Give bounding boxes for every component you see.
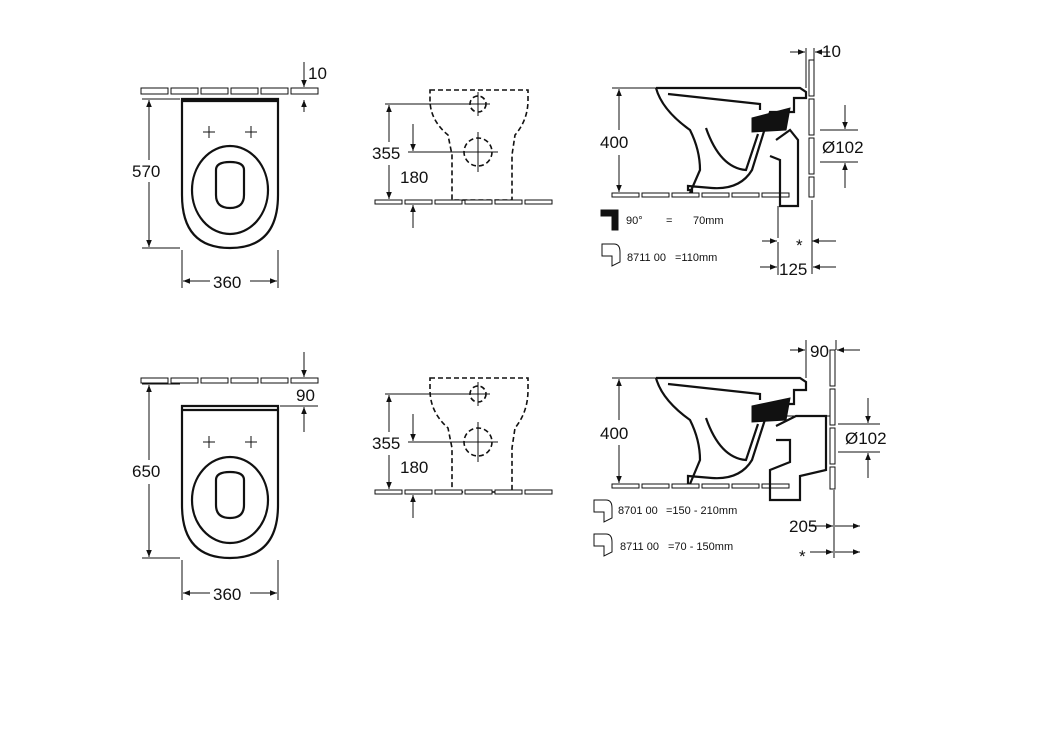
fixing-hole-right-icon <box>245 126 257 138</box>
pipe-diameter-dimension: Ø102 <box>845 429 887 448</box>
bend-icon <box>593 533 613 557</box>
wall-gap-dimension: 90 <box>296 386 315 405</box>
bowl-outline <box>180 404 280 560</box>
svg-text:90°: 90° <box>626 215 643 227</box>
outlet-height-dimension: 180 <box>400 458 428 477</box>
seat-ring <box>190 144 270 236</box>
outlet-offset-dimension: 205 <box>789 517 817 536</box>
bottom-side-view: 400 90 Ø102 205 * 8701 00 =150 - 210mm 8… <box>593 340 887 566</box>
side-height-dimension: 400 <box>600 133 628 152</box>
outlet-height-dimension: 180 <box>400 168 428 187</box>
wall-strip <box>808 59 815 198</box>
side-bowl-outline <box>656 86 808 193</box>
svg-text:8701 00: 8701 00 <box>618 505 658 517</box>
wall-gap-dimension: 10 <box>308 64 327 83</box>
svg-text:=110mm: =110mm <box>675 252 717 264</box>
bend-icon <box>593 499 613 523</box>
fixing-hole-left-icon <box>203 436 215 448</box>
side-height-dimension: 400 <box>600 424 628 443</box>
seat-ring <box>190 455 270 545</box>
svg-text:8711 00: 8711 00 <box>620 541 659 553</box>
wall-line <box>140 87 319 95</box>
top-front-view: 355 180 <box>372 89 553 228</box>
wall-line <box>140 377 319 384</box>
seat-opening <box>214 470 246 520</box>
seat-opening <box>214 160 246 210</box>
seat-height-dimension: 355 <box>372 434 400 453</box>
outlet-pipe <box>769 128 800 208</box>
pipe-diameter-dimension: Ø102 <box>822 138 864 157</box>
top-fixing-icon <box>466 92 490 116</box>
trap-fill <box>751 107 791 133</box>
side-wall-gap-dimension: 10 <box>822 42 841 61</box>
fixing-hole-left-icon <box>203 126 215 138</box>
depth-dimension: 570 <box>132 162 160 181</box>
front-bowl-outline <box>429 89 529 201</box>
front-bowl-outline <box>429 377 529 493</box>
top-plan-view: 570 360 10 <box>132 62 327 292</box>
svg-text:=70 - 150mm: =70 - 150mm <box>668 541 733 553</box>
width-dimension: 360 <box>213 273 241 292</box>
outlet-icon <box>458 422 498 462</box>
width-dimension: 360 <box>213 585 241 604</box>
wall-strip <box>829 349 836 490</box>
trap-fill <box>751 397 791 423</box>
floor-line <box>374 199 553 205</box>
floor-line <box>374 489 553 495</box>
side-wall-gap-dimension: 90 <box>810 342 829 361</box>
side-floor-line <box>611 192 790 198</box>
side-bowl-outline <box>656 376 808 484</box>
svg-text:=: = <box>666 215 672 227</box>
svg-text:=150 - 210mm: =150 - 210mm <box>666 505 737 517</box>
legend-row-1: 90° = 70mm <box>600 209 724 231</box>
legend-row-2: 8711 00 =110mm <box>601 243 717 267</box>
asterisk-note: * <box>796 236 803 255</box>
bowl-outline <box>180 97 280 250</box>
top-side-view: 400 10 Ø102 * 125 90° = 70mm 8711 00 <box>600 42 864 279</box>
depth-dimension: 650 <box>132 462 160 481</box>
bend-icon <box>601 243 621 267</box>
bottom-front-view: 355 180 <box>372 377 553 518</box>
side-floor-line <box>611 483 790 489</box>
elbow-icon <box>600 209 619 231</box>
outlet-icon <box>458 132 498 172</box>
top-fixing-icon <box>466 382 490 406</box>
legend-row-1: 8701 00 =150 - 210mm <box>593 499 737 523</box>
svg-text:70mm: 70mm <box>693 215 724 227</box>
outlet-offset-dimension: 125 <box>779 260 807 279</box>
asterisk-note: * <box>799 547 806 566</box>
fixing-hole-right-icon <box>245 436 257 448</box>
bottom-plan-view: 650 360 90 <box>132 352 319 604</box>
svg-text:8711 00: 8711 00 <box>627 252 666 264</box>
seat-height-dimension: 355 <box>372 144 400 163</box>
legend-row-2: 8711 00 =70 - 150mm <box>593 533 733 557</box>
